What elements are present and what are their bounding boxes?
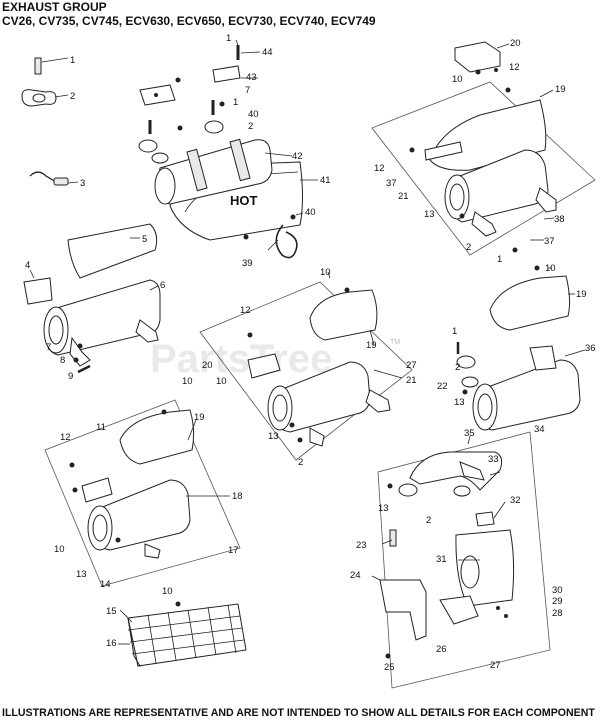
callout-23: 23 (356, 540, 367, 551)
watermark-tm: TM (390, 339, 400, 346)
callout-2-c: 2 (298, 457, 303, 468)
callout-2: 2 (70, 91, 75, 102)
top-muffler-assembly: HOT (138, 45, 303, 259)
callout-19-c: 19 (366, 340, 377, 351)
callout-1-mid: 1 (233, 97, 238, 108)
callout-12-tr2: 12 (374, 163, 385, 174)
callout-13-l: 13 (76, 569, 87, 580)
callout-32: 32 (510, 495, 521, 506)
callout-35: 35 (464, 428, 475, 439)
callout-1-rm: 1 (452, 326, 457, 337)
callout-28: 28 (552, 608, 563, 619)
callout-25: 25 (384, 662, 395, 673)
callout-12-c: 12 (240, 305, 251, 316)
callout-13-rm: 13 (454, 397, 465, 408)
callout-1-top: 1 (226, 33, 231, 44)
callout-19-tr: 19 (555, 84, 566, 95)
callout-19-rm: 19 (576, 289, 587, 300)
diagram-title: EXHAUST GROUP (2, 0, 107, 14)
left-small-parts (21, 57, 69, 186)
callout-10-c: 10 (320, 267, 331, 278)
callout-13-c: 13 (268, 431, 279, 442)
callout-13-tr: 13 (424, 209, 435, 220)
callout-27-br: 27 (490, 660, 501, 671)
callout-42: 42 (292, 151, 303, 162)
callout-24: 24 (350, 570, 361, 581)
callout-7-top: 7 (245, 85, 250, 96)
top-right-assembly (371, 41, 596, 256)
callout-2-rm: 2 (455, 362, 460, 373)
callout-39: 39 (242, 258, 253, 269)
callout-30: 30 (552, 585, 563, 596)
right-middle-assembly (456, 265, 581, 431)
callout-40-low: 40 (305, 207, 316, 218)
callout-10-c2: 10 (216, 376, 227, 387)
callout-16: 16 (106, 638, 117, 649)
callout-18: 18 (232, 491, 243, 502)
callout-33: 33 (488, 454, 499, 465)
callout-14: 14 (100, 579, 111, 590)
callout-5: 5 (142, 234, 147, 245)
callout-21-c: 21 (406, 375, 417, 386)
callout-10-cage: 10 (162, 586, 173, 597)
callout-31: 31 (436, 554, 447, 565)
center-assembly (199, 281, 413, 461)
bottom-right-assembly (377, 431, 551, 689)
callout-15: 15 (106, 606, 117, 617)
callout-2-br: 2 (426, 515, 431, 526)
callout-20: 20 (510, 38, 521, 49)
callout-11: 11 (96, 422, 106, 433)
left-muffler-assembly (23, 223, 161, 374)
callout-20-c: 20 (202, 360, 213, 371)
callout-36: 36 (585, 343, 596, 354)
callout-2-top: 2 (248, 121, 253, 132)
callout-21: 21 (398, 191, 409, 202)
callout-3: 3 (80, 178, 85, 189)
callout-26: 26 (436, 644, 447, 655)
leader-lines (29, 39, 586, 645)
callout-13-br: 13 (378, 503, 389, 514)
callout-1-tr: 1 (497, 254, 502, 265)
callout-10-l: 10 (182, 376, 193, 387)
callout-9: 9 (68, 371, 73, 382)
callout-labels: 1 2 3 4 5 6 7 8 9 1 44 43 7 1 40 2 42 41… (25, 33, 596, 673)
callout-2-tr: 2 (466, 242, 471, 253)
callout-27-c: 27 (406, 360, 417, 371)
callout-12-tr: 12 (509, 62, 520, 73)
hot-label: HOT (230, 193, 258, 208)
callout-10-rm: 10 (545, 263, 556, 274)
callout-34: 34 (534, 424, 545, 435)
callout-29: 29 (552, 596, 563, 607)
callout-12-l: 12 (60, 432, 71, 443)
callout-10-l2: 10 (54, 544, 65, 555)
callout-1: 1 (70, 55, 75, 66)
spark-arrestor-cage (127, 601, 247, 667)
callout-38: 38 (554, 214, 565, 225)
callout-10-tr: 10 (452, 74, 463, 85)
callout-40: 40 (248, 109, 259, 120)
callout-4: 4 (25, 260, 30, 271)
callout-22: 22 (437, 381, 448, 392)
disclaimer-footer: ILLUSTRATIONS ARE REPRESENTATIVE AND ARE… (2, 707, 595, 719)
callout-7: 7 (46, 342, 51, 353)
callout-37: 37 (386, 178, 397, 189)
lower-left-assembly (44, 399, 241, 587)
callout-8: 8 (60, 355, 65, 366)
callout-17: 17 (228, 545, 239, 556)
callout-44: 44 (262, 47, 273, 58)
callout-43: 43 (246, 72, 257, 83)
callout-37-b: 37 (544, 236, 555, 247)
callout-19-l: 19 (194, 412, 205, 423)
callout-41: 41 (320, 175, 331, 186)
watermark: PartsTree (150, 337, 332, 381)
diagram-subtitle: CV26, CV735, CV745, ECV630, ECV650, ECV7… (2, 14, 376, 28)
callout-6: 6 (160, 280, 165, 291)
